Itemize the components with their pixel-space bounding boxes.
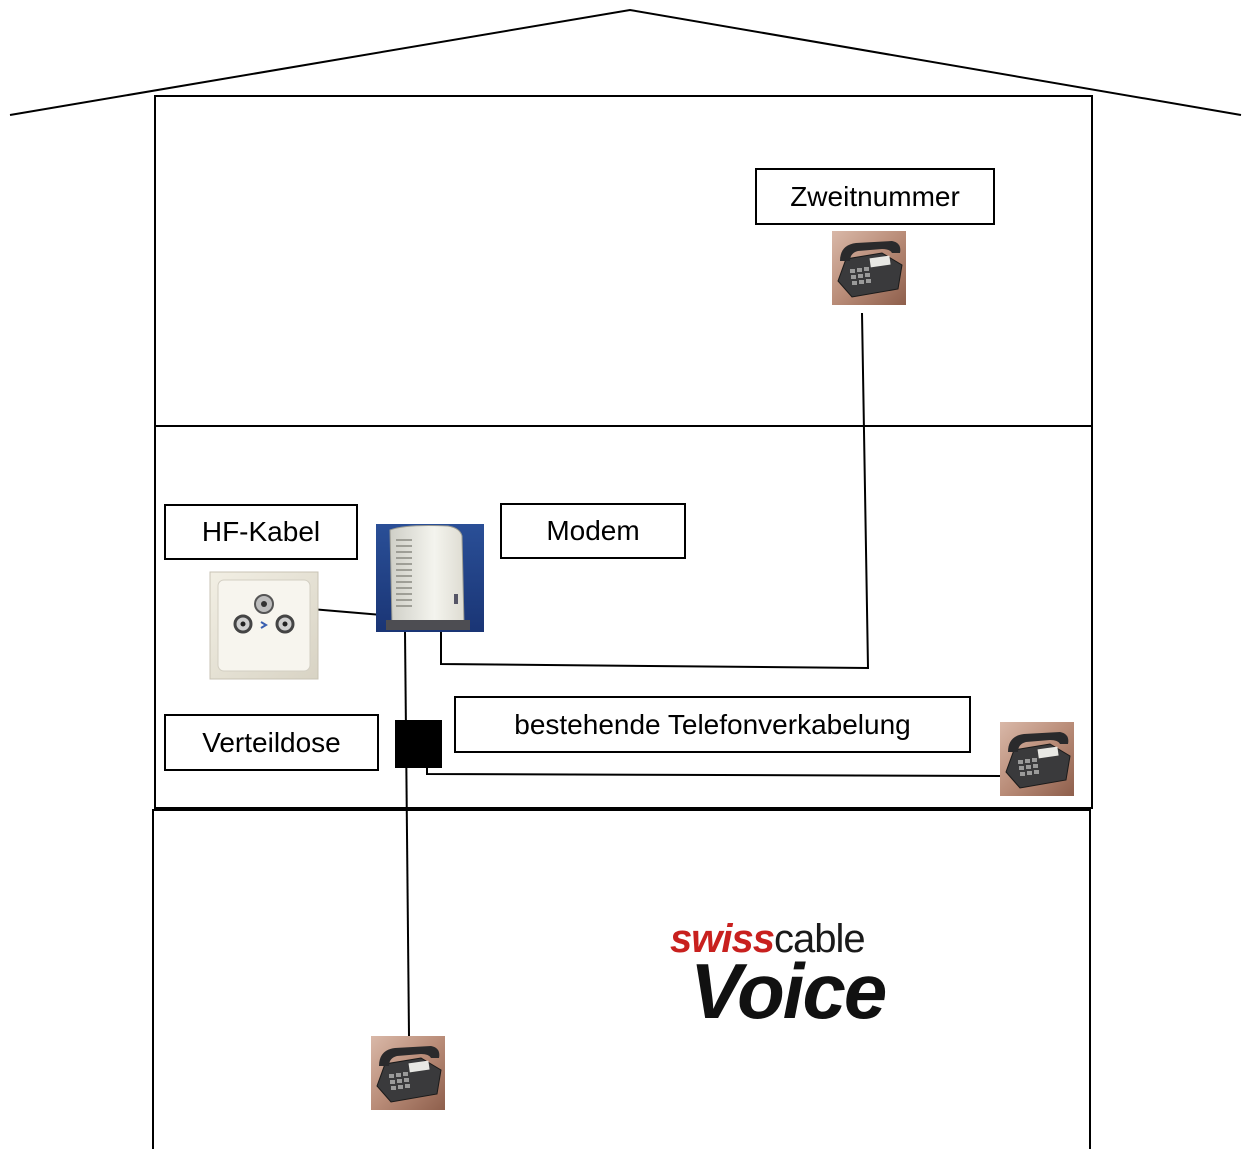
label-modem: Modem — [500, 503, 686, 559]
roof-line — [9, 8, 1242, 116]
label-hf-kabel: HF-Kabel — [164, 504, 358, 560]
vertical-phone-cable-line — [404, 631, 410, 1037]
telephone-icon — [831, 230, 907, 306]
floor-lower — [152, 809, 1091, 1149]
existing-wiring-line — [426, 765, 1002, 777]
logo-brand-cable: cable — [773, 917, 866, 961]
floor-upper — [154, 95, 1093, 427]
coax-wall-socket-icon — [209, 571, 319, 680]
logo-brand-swiss: swiss — [670, 917, 775, 961]
cable-modem-icon — [376, 524, 484, 632]
label-telefonverkabelung: bestehende Telefonverkabelung — [454, 696, 971, 753]
telephone-icon — [999, 721, 1075, 797]
junction-box-icon — [395, 720, 442, 768]
logo-product-voice: Voice — [690, 947, 887, 1035]
zweitnummer-cable-line — [440, 312, 870, 670]
logo-brand: swisscable — [670, 915, 866, 963]
label-zweitnummer: Zweitnummer — [755, 168, 995, 225]
swisscable-voice-logo: swisscable Voice — [668, 915, 933, 1035]
floor-middle — [154, 425, 1093, 809]
telephone-icon — [370, 1035, 446, 1111]
label-verteildose: Verteildose — [164, 714, 379, 771]
